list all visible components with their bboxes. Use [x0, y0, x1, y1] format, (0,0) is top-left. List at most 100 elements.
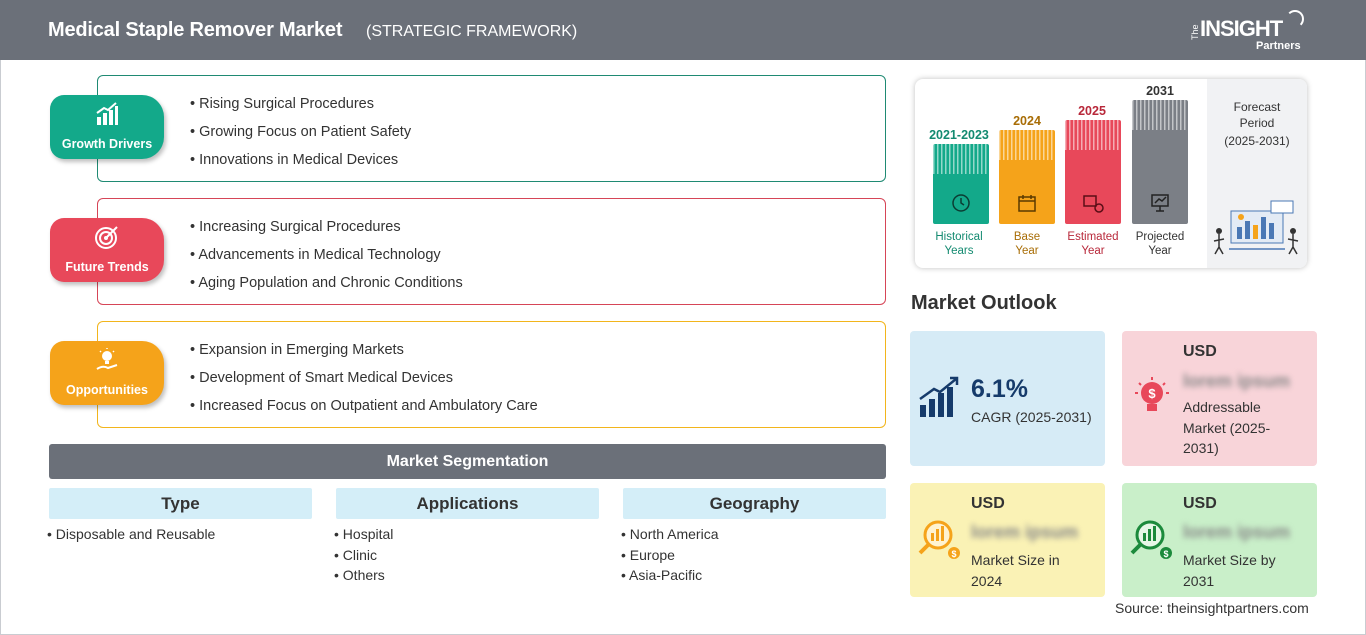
- segment-list-applications: Hospital Clinic Others: [334, 524, 394, 586]
- bar-base: [999, 130, 1055, 224]
- logo-arc-icon: [1286, 10, 1304, 28]
- label-line: Year: [1148, 245, 1172, 257]
- label-line: Year: [1081, 245, 1105, 257]
- growth-chart-icon: [919, 376, 959, 417]
- list-item: Innovations in Medical Devices: [190, 150, 411, 178]
- market-outlook-title: Market Outlook: [911, 292, 1057, 314]
- addressable-value-blurred: lorem ipsum: [1183, 371, 1291, 391]
- list-item: Europe: [621, 545, 719, 566]
- label-estimated: Estimated Year: [1053, 230, 1133, 258]
- cagr-value: 6.1%: [971, 375, 1028, 403]
- label-line: 2031: [1183, 572, 1215, 589]
- segment-list-type: Disposable and Reusable: [47, 524, 216, 545]
- addressable-market-card: $ USD lorem ipsum Addressable Market (20…: [1122, 331, 1317, 466]
- svg-text:$: $: [1163, 549, 1168, 559]
- label-line: Market (2025-: [1183, 419, 1271, 436]
- opportunities-list: Expansion in Emerging Markets Developmen…: [190, 340, 538, 424]
- logo-the: The: [1190, 24, 1200, 40]
- magnifier-dollar-icon: $: [918, 520, 960, 559]
- calendar-icon: [1018, 195, 1036, 212]
- growth-drivers-badge: Growth Drivers: [50, 95, 164, 159]
- bar-stripes: [1065, 120, 1121, 150]
- header-bar: Medical Staple Remover Market (STRATEGIC…: [0, 0, 1366, 60]
- year-historical: 2021-2023: [929, 128, 989, 142]
- list-item: Development of Smart Medical Devices: [190, 368, 538, 396]
- cagr-card: 6.1% CAGR (2025-2031): [910, 331, 1105, 466]
- list-item: Growing Focus on Patient Safety: [190, 122, 411, 150]
- list-item: Increasing Surgical Procedures: [190, 217, 463, 245]
- bar-stripes: [1132, 100, 1188, 130]
- bar-historical: [933, 144, 989, 224]
- bar-estimated: [1065, 120, 1121, 224]
- list-item: North America: [621, 524, 719, 545]
- addressable-usd: USD: [1183, 343, 1217, 360]
- size-2031-value-blurred: lorem ipsum: [1183, 522, 1291, 542]
- svg-text:$: $: [951, 549, 956, 559]
- future-trends-label: Future Trends: [65, 260, 149, 274]
- year-projected: 2031: [1146, 84, 1174, 98]
- label-line: Projected: [1135, 231, 1185, 243]
- opportunities-label: Opportunities: [66, 383, 148, 397]
- label-line: Historical: [935, 231, 983, 243]
- list-item: Hospital: [334, 524, 394, 545]
- list-item: Increased Focus on Outpatient and Ambula…: [190, 396, 538, 424]
- segment-list-geography: North America Europe Asia-Pacific: [621, 524, 719, 586]
- size-2031-label: Market Size by 2031: [1183, 550, 1276, 591]
- logo-insight: INSIGHT: [1200, 16, 1283, 41]
- list-item: Aging Population and Chronic Conditions: [190, 273, 462, 301]
- list-item: Advancements in Medical Technology: [190, 245, 463, 273]
- estimate-chart-icon: [1083, 195, 1104, 213]
- bar-stripes: [933, 144, 989, 174]
- label-base: Base Year: [987, 230, 1067, 258]
- label-line: Market Size by: [1183, 552, 1276, 568]
- segment-heading-type: Type: [49, 488, 312, 519]
- market-segmentation-bar: Market Segmentation: [49, 444, 886, 479]
- forecast-period-label: Forecast Period (2025-2031): [1207, 99, 1307, 149]
- label-line: 2024: [971, 572, 1003, 589]
- label-line: Base: [1013, 231, 1041, 243]
- lightbulb-hand-icon: [96, 348, 118, 370]
- cagr-label: CAGR (2025-2031): [971, 409, 1092, 425]
- label-line: Estimated: [1067, 231, 1119, 243]
- growth-drivers-list: Rising Surgical Procedures Growing Focus…: [190, 94, 411, 178]
- addressable-label: Addressable Market (2025- 2031): [1183, 397, 1270, 459]
- svg-text:$: $: [1148, 386, 1156, 401]
- list-item: Others: [334, 565, 393, 586]
- list-item: Rising Surgical Procedures: [190, 94, 411, 122]
- list-item: Expansion in Emerging Markets: [190, 340, 538, 368]
- history-icon: [952, 194, 970, 212]
- growth-drivers-box: Rising Surgical Procedures Growing Focus…: [97, 75, 886, 182]
- size-2024-value-blurred: lorem ipsum: [971, 522, 1079, 542]
- list-item: Asia-Pacific: [621, 565, 719, 586]
- list-item: Disposable and Reusable: [47, 524, 216, 545]
- bar-stripes: [999, 130, 1055, 160]
- forecast-line: Forecast: [1233, 100, 1281, 114]
- future-trends-badge: Future Trends: [50, 218, 164, 282]
- size-2024-usd: USD: [971, 495, 1005, 512]
- label-historical: Historical Years: [919, 230, 999, 258]
- market-size-2024-card: $ USD lorem ipsum Market Size in 2024: [910, 483, 1105, 597]
- page-title: Medical Staple Remover Market: [48, 19, 343, 41]
- analytics-illustration-icon: [1213, 200, 1299, 255]
- page-subtitle: (STRATEGIC FRAMEWORK): [366, 23, 578, 40]
- label-line: Years: [944, 245, 974, 257]
- segment-heading-applications: Applications: [336, 488, 599, 519]
- source-link[interactable]: Source: theinsightpartners.com: [1115, 600, 1309, 616]
- insight-partners-logo[interactable]: The INSIGHT Partners: [1190, 10, 1310, 54]
- timeline-card: 2021-2023 Historical Years 2024 Base Yea…: [915, 79, 1307, 268]
- list-item: Clinic: [334, 545, 393, 566]
- magnifier-chart-dollar-icon: $: [1130, 520, 1172, 559]
- forecast-line: (2025-2031): [1224, 134, 1290, 148]
- opportunities-box: Expansion in Emerging Markets Developmen…: [97, 321, 886, 428]
- presentation-icon: [1151, 194, 1169, 212]
- size-2031-usd: USD: [1183, 495, 1217, 512]
- size-2024-label: Market Size in 2024: [971, 550, 1060, 591]
- target-icon: [95, 226, 118, 249]
- logo-partners: Partners: [1256, 40, 1301, 52]
- year-estimated: 2025: [1078, 104, 1106, 118]
- growth-drivers-label: Growth Drivers: [61, 137, 153, 151]
- bar-chart-growth-icon: [96, 102, 118, 125]
- label-line: Addressable: [1183, 399, 1261, 415]
- future-trends-list: Increasing Surgical Procedures Advanceme…: [190, 217, 463, 301]
- opportunities-badge: Opportunities: [50, 341, 164, 405]
